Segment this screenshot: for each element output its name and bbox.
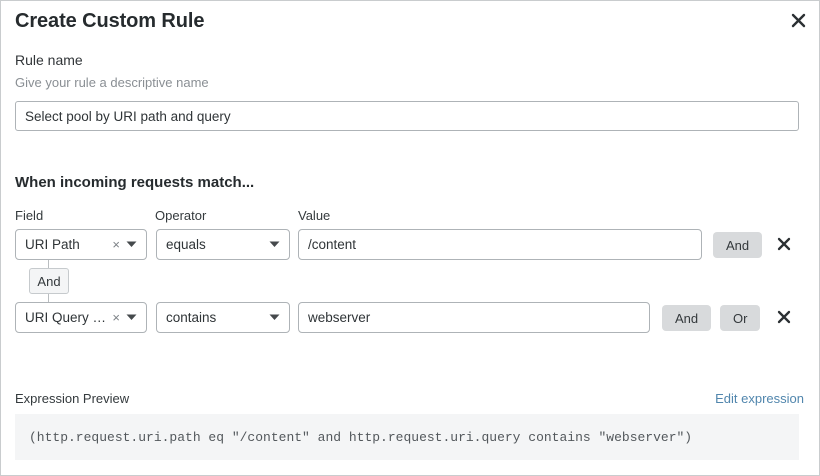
field-select[interactable]: URI Query St... × — [15, 302, 147, 333]
condition-connector: And — [15, 260, 155, 304]
operator-select[interactable]: equals — [156, 229, 290, 260]
connector-line-bottom — [48, 294, 49, 304]
field-select-value: URI Query St... — [25, 310, 111, 325]
rule-name-help-text: Give your rule a descriptive name — [15, 75, 209, 90]
rule-name-input[interactable] — [15, 101, 799, 131]
chevron-down-icon[interactable] — [126, 314, 146, 321]
delete-condition-button[interactable] — [773, 234, 795, 256]
operator-select-value: contains — [166, 310, 217, 325]
conditions-heading: When incoming requests match... — [15, 174, 255, 191]
chevron-down-icon[interactable] — [269, 241, 289, 248]
column-label-operator: Operator — [155, 208, 207, 223]
chevron-down-icon[interactable] — [269, 314, 289, 321]
value-input[interactable] — [298, 302, 650, 333]
delete-condition-button[interactable] — [773, 307, 795, 329]
column-label-value: Value — [298, 208, 331, 223]
operator-select-value: equals — [166, 237, 206, 252]
delete-x-icon — [777, 237, 791, 254]
edit-expression-link[interactable]: Edit expression — [715, 391, 804, 406]
field-select-value: URI Path — [25, 237, 80, 252]
page-title: Create Custom Rule — [15, 10, 205, 32]
and-button[interactable]: And — [662, 305, 712, 331]
or-button[interactable]: Or — [720, 305, 761, 331]
chevron-down-icon[interactable] — [126, 241, 146, 248]
expression-preview-code: (http.request.uri.path eq "/content" and… — [29, 429, 693, 445]
rule-name-label: Rule name — [15, 52, 83, 68]
clear-x-icon[interactable]: × — [112, 310, 120, 325]
delete-x-icon — [777, 310, 791, 327]
operator-select[interactable]: contains — [156, 302, 290, 333]
expression-preview-label: Expression Preview — [15, 391, 130, 406]
value-input[interactable] — [298, 229, 702, 260]
close-button[interactable] — [786, 8, 810, 32]
column-label-field: Field — [15, 208, 44, 223]
field-select[interactable]: URI Path × — [15, 229, 147, 260]
clear-x-icon[interactable]: × — [112, 237, 120, 252]
expression-preview-box: (http.request.uri.path eq "/content" and… — [15, 414, 799, 460]
connector-line-top — [48, 260, 49, 268]
connector-and-button[interactable]: And — [29, 268, 69, 294]
close-icon — [791, 13, 806, 28]
and-button[interactable]: And — [713, 232, 763, 258]
